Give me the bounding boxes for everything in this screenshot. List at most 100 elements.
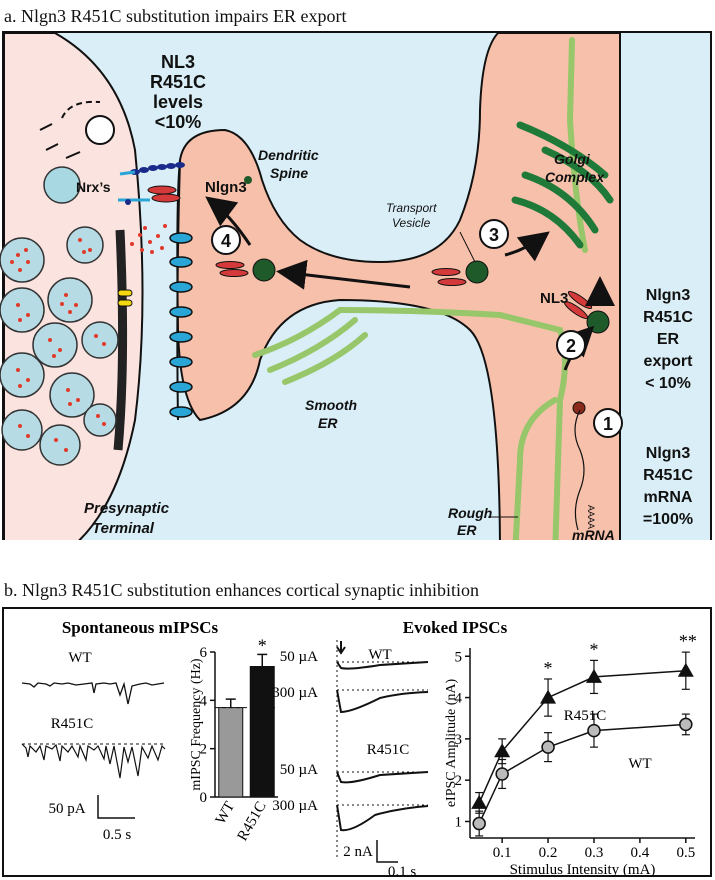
- evoked-stim-3: 50 µA: [280, 762, 318, 778]
- line-y-tick-label: 3: [455, 732, 463, 748]
- er-export-line1: Nlgn3: [646, 287, 691, 304]
- series-label-wt: WT: [628, 756, 651, 772]
- panel-a-title: a. Nlgn3 R451C substitution impairs ER e…: [4, 6, 347, 26]
- bar-y-label: mIPSC Frequency (Hz): [189, 658, 204, 791]
- line-significance: *: [544, 658, 553, 678]
- nrxs-label: Nrx’s: [76, 179, 111, 195]
- dendritic-spine-line2: Spine: [270, 165, 308, 181]
- bar-y-tick-label: 4: [200, 693, 208, 709]
- line-x-label: Stimulus Intensity (mA): [510, 862, 656, 878]
- panel-a-diagram: 1 2 3 4 NL3 R451C levels <10% Nrx’s Nlgn…: [0, 31, 712, 540]
- er-export-line4: export: [644, 353, 694, 370]
- bar-r451c: [249, 666, 275, 798]
- line-x-tick-label: 0.5: [676, 845, 695, 861]
- step-1: 1: [603, 414, 613, 434]
- er-export-line3: ER: [657, 331, 680, 348]
- point-wt: [679, 717, 693, 732]
- nl3-levels-line4: <10%: [155, 112, 202, 132]
- golgi-complex: [511, 121, 614, 249]
- point-r451c: [585, 668, 602, 683]
- spont-r451c-label: R451C: [51, 716, 94, 732]
- golgi-line1: Golgi: [554, 151, 591, 167]
- step-markers: [211, 219, 623, 438]
- rough-er-line2: ER: [457, 522, 477, 538]
- nlgn3-label: Nlgn3: [205, 179, 247, 196]
- stimulus-arrow: [336, 641, 346, 655]
- mrna-level-line1: Nlgn3: [646, 445, 691, 462]
- smooth-er-line2: ER: [318, 415, 338, 431]
- nl3-levels-line2: R451C: [150, 72, 206, 92]
- presynaptic-line1: Presynaptic: [84, 500, 170, 517]
- evoked-scale-x: 0.1 s: [388, 864, 417, 880]
- active-zone: [113, 229, 128, 451]
- spont-scale-x: 0.5 s: [103, 827, 132, 843]
- mrna-level-line2: R451C: [643, 467, 693, 484]
- mrna-label: mRNA: [572, 527, 615, 540]
- step-4: 4: [221, 231, 231, 251]
- point-wt: [495, 767, 509, 781]
- evoked-scale-y: 2 nA: [343, 844, 373, 860]
- spont-scale-y: 50 pA: [48, 801, 85, 817]
- bar-significance: *: [258, 635, 267, 655]
- evoked-r451c-label: R451C: [367, 742, 410, 758]
- golgi-line2: Complex: [545, 169, 605, 185]
- evoked-traces: [336, 661, 429, 832]
- point-r451c: [494, 743, 511, 758]
- point-wt: [472, 816, 486, 831]
- nl3-levels-line1: NL3: [161, 52, 195, 72]
- line-y-tick-label: 1: [455, 814, 463, 830]
- neuroligin-synaptic: [147, 185, 181, 203]
- line-y-label: eIPSC Amplitude (nA): [444, 679, 459, 808]
- panel-b-title: b. Nlgn3 R451C substitution enhances cor…: [4, 580, 479, 600]
- spont-wt-label: WT: [68, 650, 91, 666]
- evoked-stim-2: 300 µA: [272, 685, 318, 701]
- er-export-line5: < 10%: [645, 375, 691, 392]
- nl3-label: NL3: [540, 290, 568, 307]
- transport-vesicle-line2: Vesicle: [392, 216, 431, 230]
- rough-er: [337, 37, 588, 540]
- line-x-tick-label: 0.1: [493, 845, 512, 861]
- step-3: 3: [489, 225, 499, 245]
- transport-vesicle-line1: Transport: [386, 201, 437, 215]
- nl3-levels-line3: levels: [153, 92, 203, 112]
- evoked-title: Evoked IPSCs: [403, 618, 508, 637]
- line-y-tick-label: 2: [455, 773, 463, 789]
- smooth-er-line1: Smooth: [305, 397, 357, 413]
- bar-y-tick-label: 6: [200, 645, 208, 661]
- point-r451c: [471, 794, 488, 809]
- evoked-wt-label: WT: [368, 647, 391, 663]
- er-export-line2: R451C: [643, 309, 693, 326]
- line-significance: *: [589, 639, 598, 659]
- series-label-r451c: R451C: [564, 708, 607, 724]
- poly-a-label: AAAA: [586, 505, 596, 529]
- line-x-tick-label: 0.4: [631, 845, 650, 861]
- mrna-level-line4: =100%: [643, 511, 693, 528]
- line-significance: **: [679, 631, 697, 651]
- synaptic-vesicles: [0, 166, 119, 466]
- dendritic-spine-line1: Dendritic: [258, 147, 319, 163]
- smooth-er: [252, 307, 368, 385]
- point-wt: [587, 723, 601, 738]
- bar-wt: [218, 707, 244, 798]
- point-r451c: [540, 689, 557, 704]
- line-y-tick-label: 5: [455, 649, 463, 665]
- evoked-stim-4: 300 µA: [272, 798, 318, 814]
- point-wt: [541, 740, 555, 754]
- mrna-level-line3: mRNA: [644, 489, 693, 506]
- rough-er-line1: Rough: [448, 505, 492, 521]
- wt-trace: [21, 681, 165, 705]
- line-x-tick-label: 0.3: [585, 845, 604, 861]
- spontaneous-title: Spontaneous mIPSCs: [62, 618, 219, 637]
- line-y-tick-label: 4: [455, 691, 463, 707]
- presynaptic-line2: Terminal: [92, 520, 155, 537]
- transport-vesicles: [215, 258, 610, 415]
- evoked-stim-1: 50 µA: [280, 649, 318, 665]
- bar-y-tick-label: 2: [200, 742, 208, 758]
- point-r451c: [677, 662, 694, 677]
- postsynaptic-receptors: [169, 232, 193, 418]
- bar-y-tick-label: 0: [200, 790, 208, 806]
- r451c-trace: [21, 743, 166, 779]
